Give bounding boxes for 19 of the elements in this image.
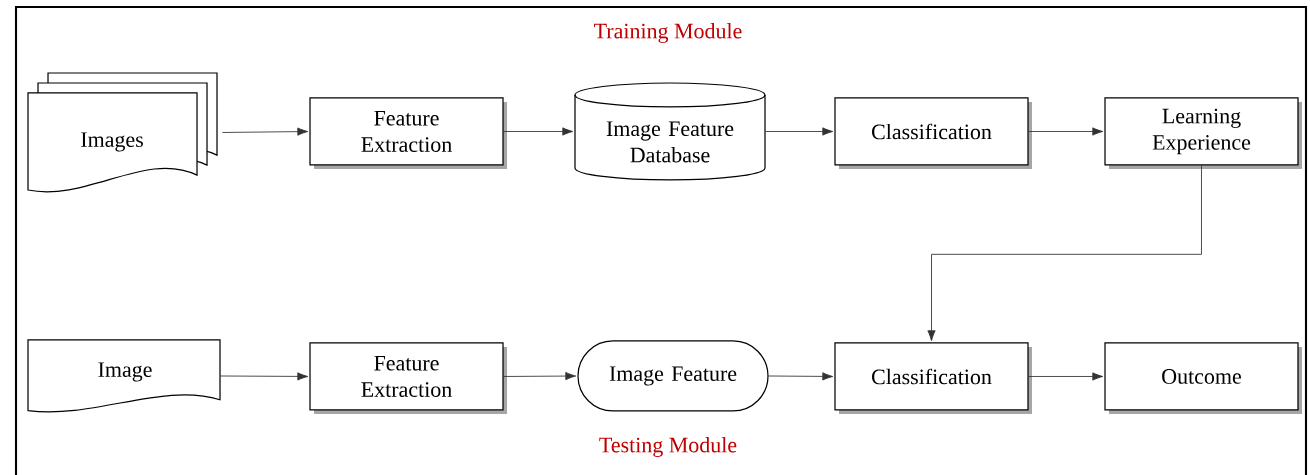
process-box: Learning Experience	[1104, 97, 1302, 169]
module-title: Testing Module	[599, 437, 737, 457]
module-title: Training Module	[594, 23, 742, 43]
arrow	[764, 127, 834, 136]
process-box: Classification	[834, 97, 1032, 169]
process-box: Classification	[834, 342, 1032, 414]
process-box: Feature Extraction	[309, 342, 507, 414]
arrow	[927, 164, 1202, 342]
process-box: Outcome	[1104, 342, 1302, 414]
arrow	[1027, 127, 1104, 136]
database-cylinder: Image Feature Database	[574, 82, 766, 181]
document-stack: Images	[27, 72, 218, 193]
arrow	[219, 372, 309, 381]
arrow	[221, 127, 309, 136]
arrow	[767, 372, 834, 381]
arrow	[1027, 372, 1104, 381]
arrow	[502, 372, 577, 381]
arrow	[502, 127, 574, 136]
process-box: Feature Extraction	[309, 97, 507, 169]
